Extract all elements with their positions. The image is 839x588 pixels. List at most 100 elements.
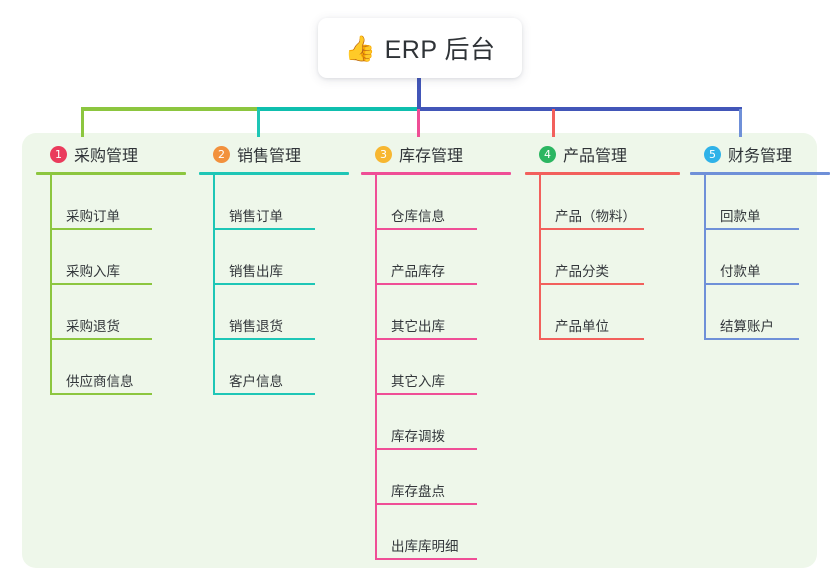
menu-item-underline — [375, 558, 477, 560]
menu-item-label: 采购入库 — [66, 264, 120, 279]
column-badge-icon: 1 — [50, 145, 67, 163]
drop-col-3 — [417, 109, 420, 137]
column-header-1[interactable]: 1 采购管理 — [36, 142, 186, 166]
menu-item-underline — [375, 228, 477, 230]
column-spine — [704, 175, 706, 340]
menu-item-label: 客户信息 — [229, 374, 283, 389]
menu-item-underline — [375, 283, 477, 285]
menu-item[interactable]: 付款单 — [690, 230, 830, 285]
column-title: 库存管理 — [399, 148, 464, 165]
root-stem — [417, 78, 421, 110]
menu-item[interactable]: 结算账户 — [690, 285, 830, 340]
menu-item[interactable]: 回款单 — [690, 175, 830, 230]
menu-item-label: 其它出库 — [391, 319, 445, 334]
menu-item-label: 采购订单 — [66, 209, 120, 224]
column-spine — [539, 175, 541, 340]
menu-item[interactable]: 供应商信息 — [36, 340, 186, 395]
menu-item[interactable]: 客户信息 — [199, 340, 349, 395]
menu-item-underline — [375, 448, 477, 450]
column-title: 销售管理 — [237, 148, 302, 165]
menu-item[interactable]: 其它入库 — [361, 340, 511, 395]
menu-item[interactable]: 产品（物料） — [525, 175, 680, 230]
column-spine — [213, 175, 215, 395]
column-spine — [375, 175, 377, 560]
menu-item-label: 销售订单 — [229, 209, 283, 224]
menu-item-underline — [50, 338, 152, 340]
menu-item-underline — [213, 283, 315, 285]
menu-item-underline — [375, 393, 477, 395]
menu-item-underline — [704, 338, 799, 340]
column-1: 1 采购管理采购订单采购入库采购退货供应商信息 — [36, 142, 186, 395]
column-underline — [36, 172, 186, 175]
column-badge-icon: 3 — [375, 145, 392, 163]
bar-segment-blue — [417, 107, 742, 111]
menu-item[interactable]: 采购订单 — [36, 175, 186, 230]
menu-item-underline — [704, 283, 799, 285]
menu-item-label: 付款单 — [720, 264, 761, 279]
menu-item-underline — [213, 228, 315, 230]
column-badge-icon: 4 — [539, 145, 556, 163]
menu-item[interactable]: 采购入库 — [36, 230, 186, 285]
column-header-4[interactable]: 4 产品管理 — [525, 142, 680, 166]
column-header-2[interactable]: 2 销售管理 — [199, 142, 349, 166]
menu-item-label: 产品库存 — [391, 264, 445, 279]
menu-item-label: 出库库明细 — [391, 539, 459, 554]
menu-item-underline — [213, 393, 315, 395]
menu-item-underline — [539, 228, 644, 230]
menu-item[interactable]: 其它出库 — [361, 285, 511, 340]
column-items: 产品（物料） 产品分类产品单位 — [525, 175, 680, 340]
menu-item-underline — [213, 338, 315, 340]
column-badge-icon: 5 — [704, 145, 721, 163]
menu-item-label: 库存盘点 — [391, 484, 445, 499]
content-panel — [22, 133, 817, 568]
menu-item-label: 销售出库 — [229, 264, 283, 279]
bar-segment-teal — [257, 107, 419, 111]
column-underline — [525, 172, 680, 175]
menu-item-label: 库存调拨 — [391, 429, 445, 444]
menu-item[interactable]: 销售退货 — [199, 285, 349, 340]
menu-item-underline — [50, 283, 152, 285]
root-title: ERP 后台 — [384, 36, 496, 64]
menu-item[interactable]: 仓库信息 — [361, 175, 511, 230]
menu-item[interactable]: 产品分类 — [525, 230, 680, 285]
menu-item-underline — [539, 338, 644, 340]
drop-col-5 — [739, 109, 742, 137]
menu-item[interactable]: 产品库存 — [361, 230, 511, 285]
column-underline — [361, 172, 511, 175]
menu-item[interactable]: 采购退货 — [36, 285, 186, 340]
column-header-3[interactable]: 3 库存管理 — [361, 142, 511, 166]
column-spine — [50, 175, 52, 395]
menu-item-underline — [539, 283, 644, 285]
drop-col-2 — [257, 109, 260, 137]
menu-item-underline — [375, 338, 477, 340]
menu-item[interactable]: 产品单位 — [525, 285, 680, 340]
menu-item[interactable]: 出库库明细 — [361, 505, 511, 560]
menu-item[interactable]: 库存调拨 — [361, 395, 511, 450]
menu-item[interactable]: 销售订单 — [199, 175, 349, 230]
menu-item-underline — [375, 503, 477, 505]
menu-item-label: 结算账户 — [720, 319, 774, 334]
menu-item[interactable]: 库存盘点 — [361, 450, 511, 505]
thumbs-up-icon: 👍 — [344, 33, 376, 63]
drop-col-1 — [81, 109, 84, 137]
menu-item-label: 采购退货 — [66, 319, 120, 334]
menu-item-label: 产品单位 — [555, 319, 609, 334]
column-title: 财务管理 — [728, 148, 793, 165]
bar-segment-green — [81, 107, 259, 111]
column-2: 2 销售管理销售订单销售出库销售退货客户信息 — [199, 142, 349, 395]
menu-item-label: 供应商信息 — [66, 374, 134, 389]
column-title: 采购管理 — [74, 148, 139, 165]
root-node[interactable]: 👍 ERP 后台 — [318, 18, 522, 78]
menu-item[interactable]: 销售出库 — [199, 230, 349, 285]
column-items: 仓库信息产品库存其它出库其它入库库存调拨库存盘点出库库明细 — [361, 175, 511, 560]
drop-col-4 — [552, 109, 555, 137]
column-5: 5 财务管理回款单付款单结算账户 — [690, 142, 830, 340]
column-4: 4 产品管理产品（物料） 产品分类产品单位 — [525, 142, 680, 340]
column-items: 采购订单采购入库采购退货供应商信息 — [36, 175, 186, 395]
column-badge-icon: 2 — [213, 145, 230, 163]
menu-item-label: 产品（物料） — [555, 209, 636, 224]
column-title: 产品管理 — [563, 148, 628, 165]
column-header-5[interactable]: 5 财务管理 — [690, 142, 830, 166]
column-items: 回款单付款单结算账户 — [690, 175, 830, 340]
